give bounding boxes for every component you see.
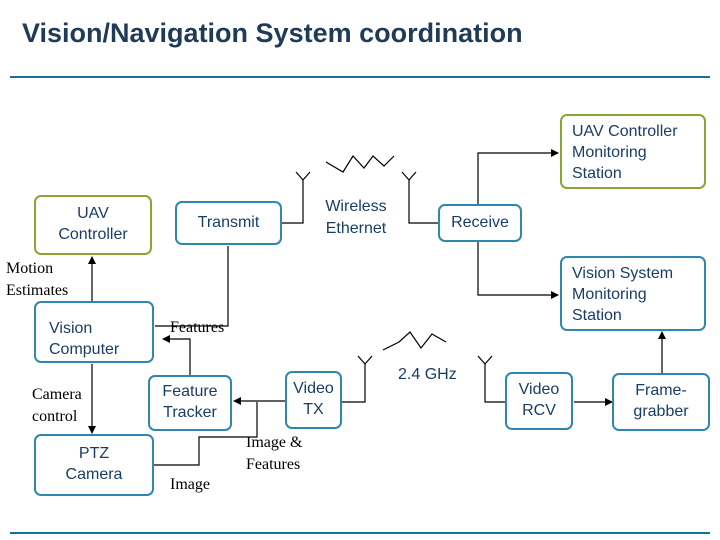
footer-rule (10, 532, 710, 534)
node-label: UAV Controller (58, 205, 128, 243)
page-title: Vision/Navigation System coordination (22, 18, 523, 48)
video-tx: Video TX (285, 371, 342, 429)
link-vision-to-transmit (155, 246, 229, 327)
ptz-camera: PTZ Camera (34, 434, 154, 496)
wireless-signal-icon (325, 155, 395, 173)
link-videotx-antenna (342, 364, 366, 403)
image-label: Image (170, 476, 210, 493)
node-label: Transmit (197, 213, 260, 231)
video-signal-icon (382, 331, 447, 351)
vision-system-monitoring-station: Vision System Monitoring Station (560, 256, 706, 331)
link-transmit-antenna (282, 180, 304, 224)
antenna-wireless-left-icon (295, 171, 311, 181)
transmit: Transmit (175, 201, 282, 245)
uav-controller: UAV Controller (34, 195, 152, 255)
antenna-video-left-icon (357, 355, 373, 365)
link-antenna-videorcv (484, 364, 505, 403)
title-rule (10, 76, 710, 78)
node-label: Feature Tracker (162, 383, 218, 421)
uav-controller-monitoring-station: UAV Controller Monitoring Station (560, 114, 706, 189)
node-label: Vision System Monitoring Station (572, 265, 674, 324)
antenna-video-right-icon (477, 355, 493, 365)
node-label: Receive (451, 213, 509, 231)
antenna-wireless-right-icon (401, 171, 417, 181)
link-ptz-to-videotx (154, 402, 258, 466)
framegrabber: Frame- grabber (612, 373, 710, 431)
motion-estimates-label: Motion Estimates (6, 260, 69, 299)
vision-computer: Vision Computer (34, 301, 154, 363)
link-antenna-receive (408, 180, 438, 224)
wireless-ethernet-label: Wireless Ethernet (325, 198, 387, 237)
ghz-label: 2.4 GHz (398, 366, 457, 383)
link-receive-uav-monitoring (477, 149, 559, 204)
image-features-label: Image & Features (246, 434, 303, 473)
node-label: Frame- grabber (633, 382, 689, 420)
receive: Receive (438, 204, 522, 242)
camera-control-label: Camera control (32, 386, 82, 425)
node-label: Vision Computer (49, 320, 120, 358)
node-label: Video RCV (518, 381, 560, 419)
link-tracker-to-vision (162, 335, 191, 375)
node-label: UAV Controller Monitoring Station (572, 123, 678, 182)
video-rcv: Video RCV (505, 372, 573, 430)
features-label: Features (170, 319, 225, 336)
feature-tracker: Feature Tracker (148, 375, 232, 431)
node-label: PTZ Camera (65, 445, 123, 483)
link-receive-vision-monitoring (477, 242, 559, 299)
node-label: Video TX (293, 380, 334, 418)
